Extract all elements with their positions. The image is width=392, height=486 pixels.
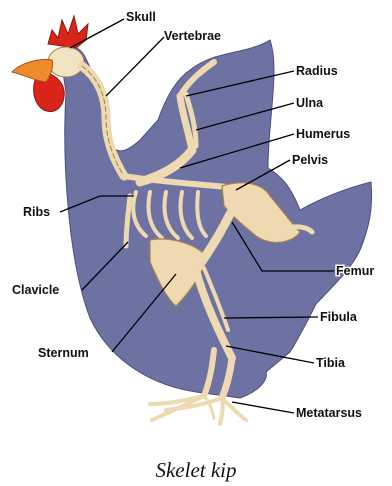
label-radius: Radius [296, 64, 338, 78]
beak [12, 60, 53, 83]
label-ulna: Ulna [296, 96, 324, 110]
label-ribs: Ribs [23, 205, 50, 219]
label-sternum: Sternum [38, 346, 89, 360]
leader-metatarsus [232, 402, 294, 413]
label-metatarsus: Metatarsus [296, 406, 362, 420]
toes [150, 396, 246, 424]
label-humerus: Humerus [296, 127, 350, 141]
head-skull [48, 47, 84, 77]
label-femur: Femur [336, 264, 374, 278]
label-clavicle: Clavicle [12, 283, 59, 297]
label-vertebrae: Vertebrae [164, 29, 221, 43]
label-tibia: Tibia [316, 356, 346, 370]
label-pelvis: Pelvis [292, 153, 328, 167]
figure-caption: Skelet kip [0, 458, 392, 483]
comb [48, 16, 88, 48]
label-fibula: Fibula [320, 310, 358, 324]
label-skull: Skull [126, 10, 156, 24]
leader-vertebrae [106, 37, 164, 96]
